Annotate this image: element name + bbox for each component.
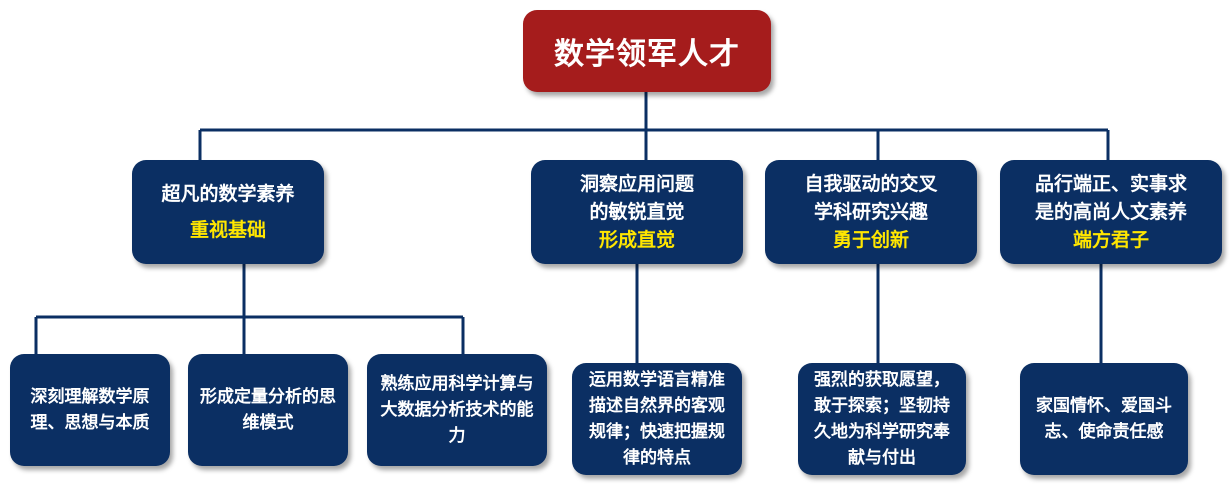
branch-node-intuition: 洞察应用问题 的敏锐直觉 形成直觉 — [531, 160, 743, 264]
branch-title-line2: 是的高尚人文素养 — [1034, 201, 1187, 223]
branch-highlight: 端方君子 — [1072, 229, 1149, 251]
leaf-node-quantitative-thinking: 形成定量分析的思维模式 — [188, 354, 348, 466]
branch-highlight: 形成直觉 — [598, 229, 675, 251]
leaf-text: 运用数学语言精准描述自然界的客观规律；快速把握规律的特点 — [589, 370, 725, 468]
root-node: 数学领军人才 — [523, 10, 771, 92]
root-label: 数学领军人才 — [554, 37, 740, 72]
leaf-text: 强烈的获取愿望，敢于探索；坚韧持久地为科学研究奉献与付出 — [814, 370, 950, 468]
leaf-text: 家国情怀、爱国斗志、使命责任感 — [1036, 396, 1172, 442]
leaf-text: 熟练应用科学计算与大数据分析技术的能力 — [380, 374, 534, 446]
leaf-text: 形成定量分析的思维模式 — [200, 387, 336, 433]
branch-title: 超凡的数学素养 — [161, 183, 295, 205]
leaf-node-modeling-nature: 运用数学语言精准描述自然界的客观规律；快速把握规律的特点 — [572, 363, 742, 475]
branch-node-character: 品行端正、实事求 是的高尚人文素养 端方君子 — [1000, 160, 1222, 264]
leaf-text: 深刻理解数学原理、思想与本质 — [30, 387, 150, 433]
leaf-node-understanding: 深刻理解数学原理、思想与本质 — [10, 354, 170, 466]
branch-title-line1: 自我驱动的交叉 — [804, 173, 938, 195]
branch-title-line1: 洞察应用问题 — [579, 173, 694, 195]
branch-title-line2: 的敏锐直觉 — [589, 201, 685, 223]
leaf-node-exploration: 强烈的获取愿望，敢于探索；坚韧持久地为科学研究奉献与付出 — [798, 363, 966, 475]
branch-highlight: 勇于创新 — [832, 229, 909, 251]
branch-title-line2: 学科研究兴趣 — [813, 201, 928, 223]
branch-highlight: 重视基础 — [189, 219, 266, 241]
branch-node-interdisciplinary: 自我驱动的交叉 学科研究兴趣 勇于创新 — [765, 160, 977, 264]
leaf-node-computing-skills: 熟练应用科学计算与大数据分析技术的能力 — [367, 354, 547, 466]
branch-title-line1: 品行端正、实事求 — [1034, 173, 1187, 195]
leaf-node-patriotism: 家国情怀、爱国斗志、使命责任感 — [1020, 363, 1188, 475]
branch-node-math-literacy: 超凡的数学素养 重视基础 — [132, 160, 324, 264]
